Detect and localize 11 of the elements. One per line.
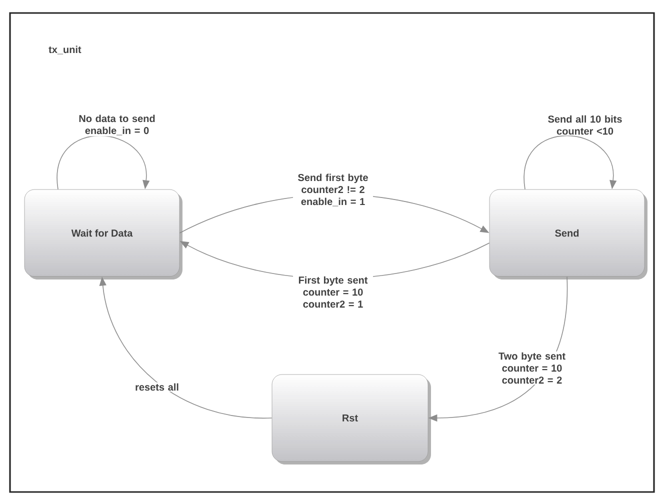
edge-label: Send first byte counter2 != 2 enable_in = 1: [293, 172, 373, 208]
arrow: [56, 135, 150, 190]
edge-label: No data to send enable_in = 0: [77, 114, 157, 136]
state-box: Wait for Data: [24, 189, 182, 280]
edge-label: resets all: [131, 382, 183, 392]
state-box: Send: [489, 189, 648, 280]
edge-label: First byte sent counter = 10 counter2 = 1: [293, 275, 373, 309]
arrow: [524, 135, 617, 190]
edge-label: Send all 10 bits counter <10: [545, 114, 625, 136]
edge-label: Two byte sent counter = 10 counter2 = 2: [492, 351, 572, 385]
state-box: Rst: [272, 374, 431, 464]
